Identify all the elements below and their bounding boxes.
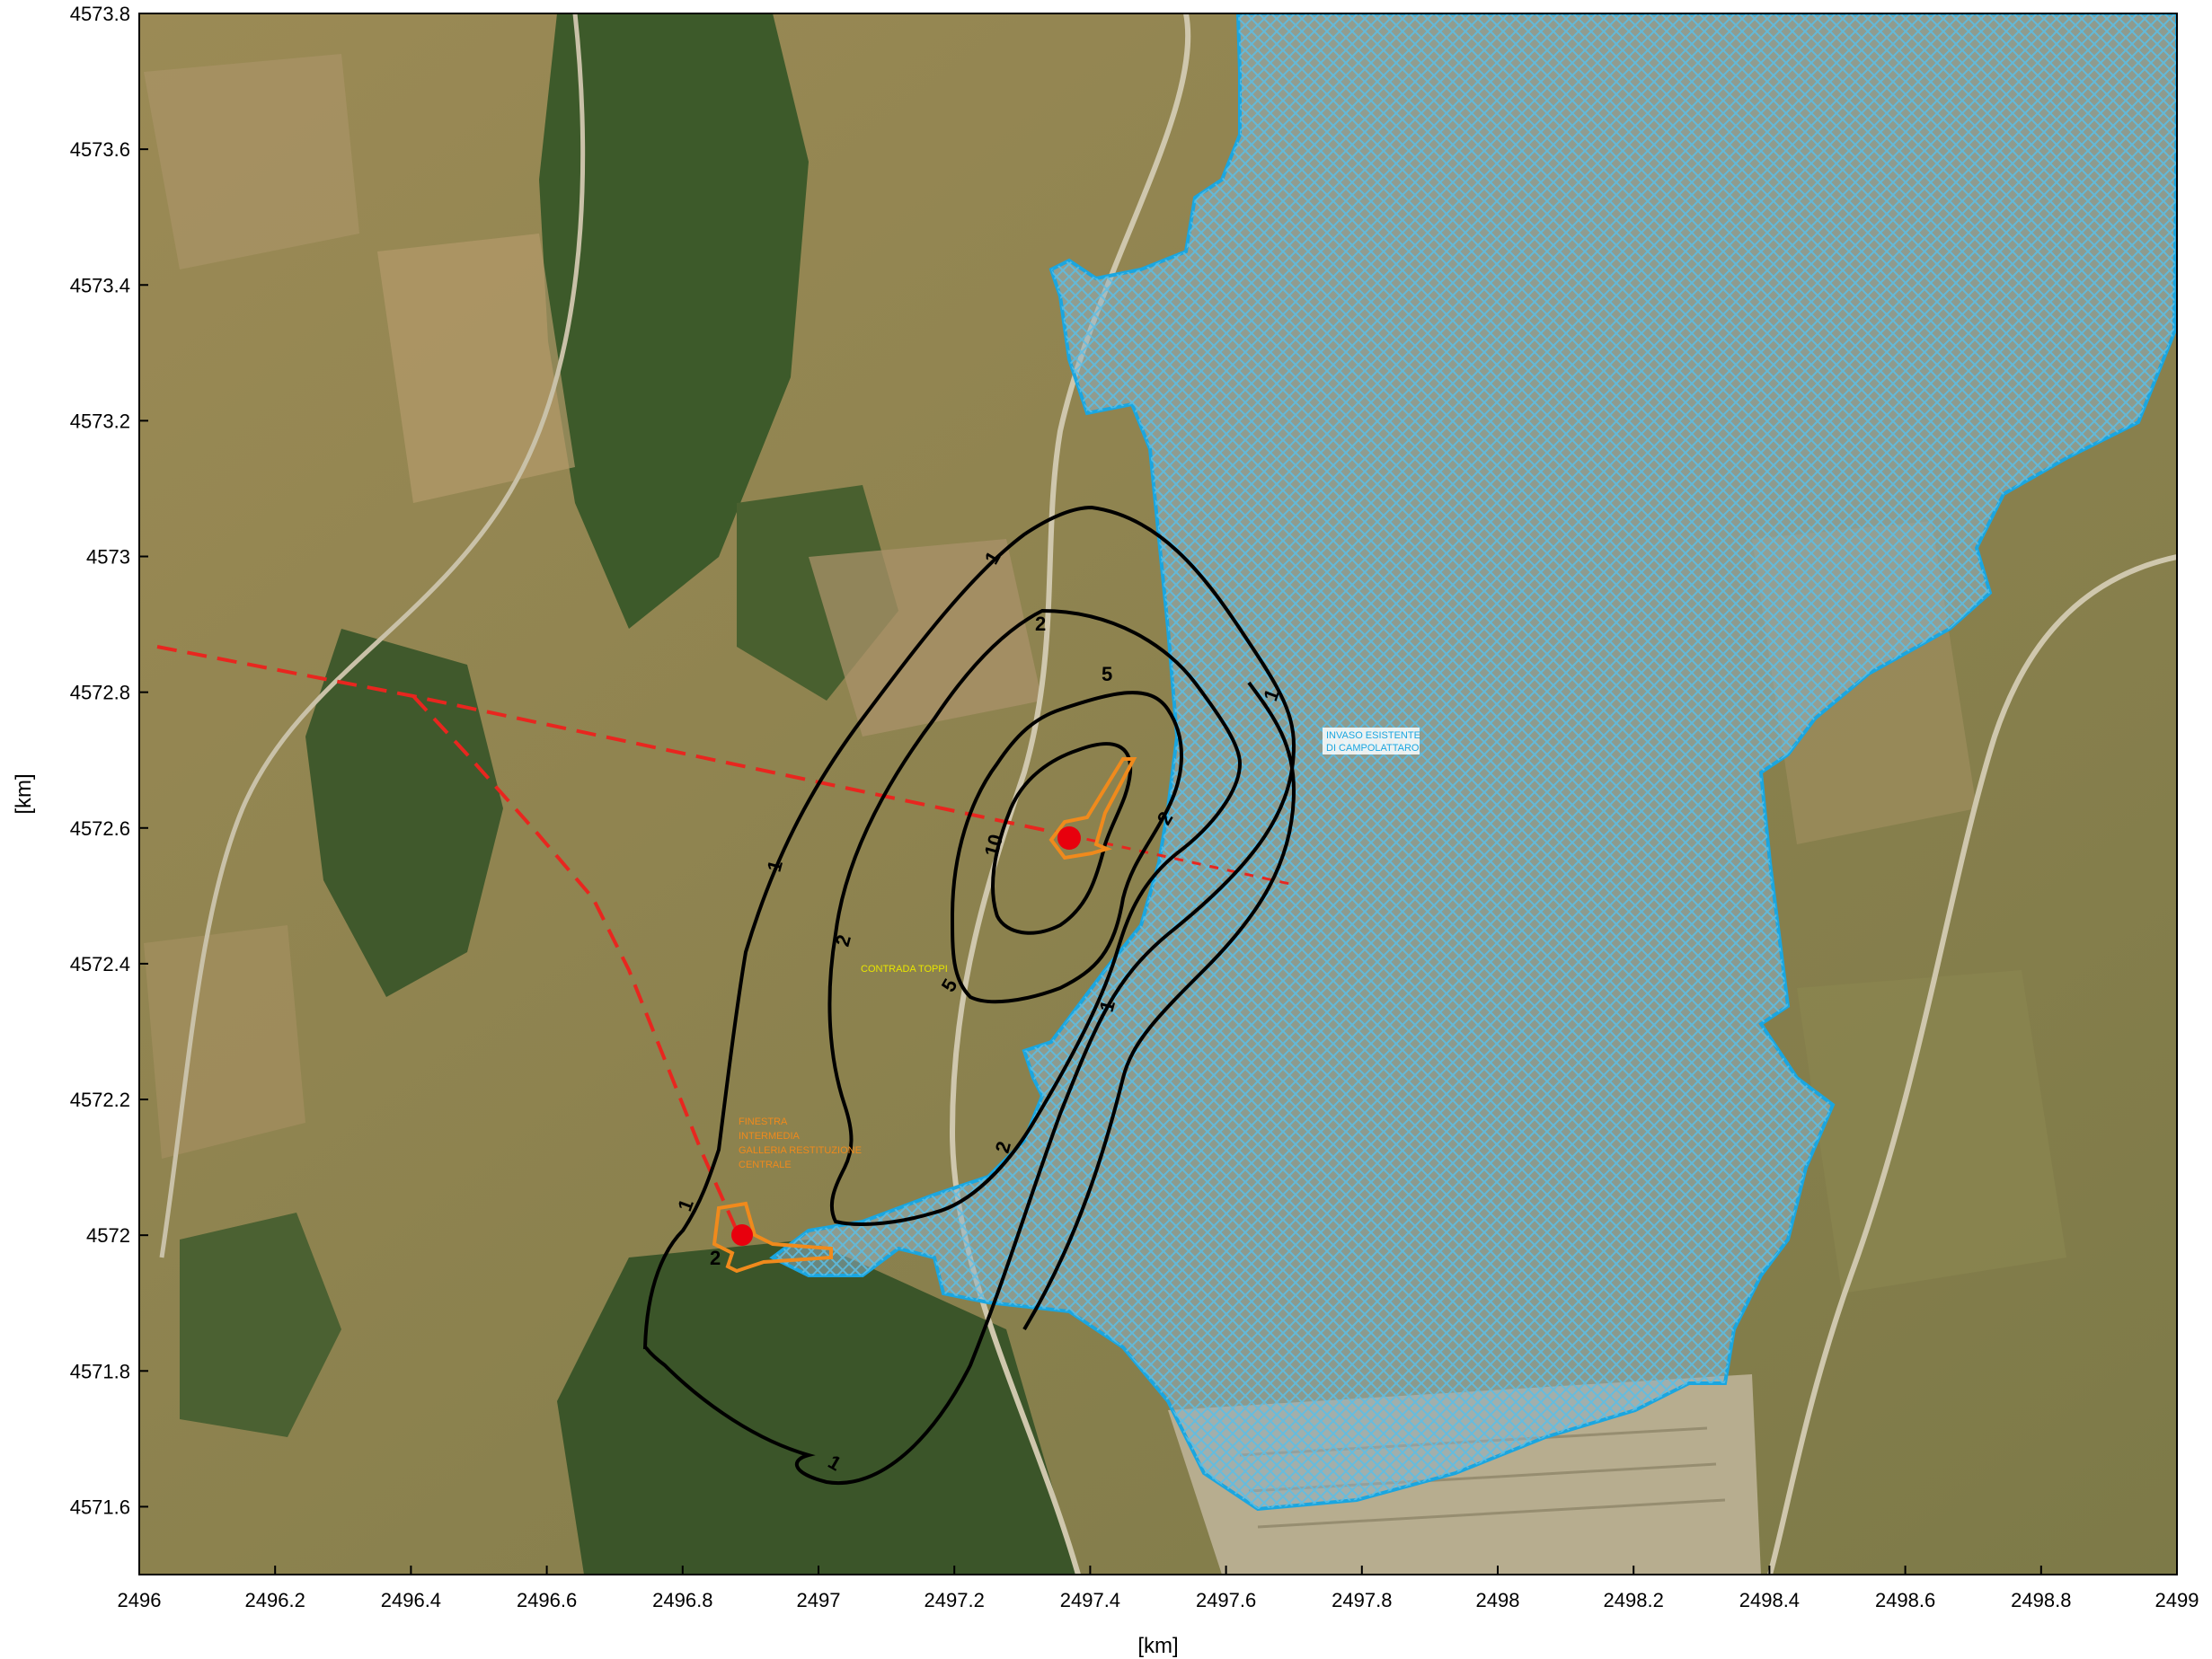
plot-frame [138,13,2178,1575]
y-tick-label: 4572.6 [70,817,130,840]
x-tick-label: 2497 [797,1589,841,1611]
reservoir-label-background [1323,728,1420,754]
y-tick-label: 4571.6 [70,1496,130,1518]
field-patch [1797,970,2066,1293]
site-south-label-line1: FINESTRA [739,1116,788,1127]
contour-10 [991,742,1133,935]
y-tick-label: 4572.2 [70,1089,130,1111]
x-tick-label: 2498.8 [2011,1589,2071,1611]
field-patch [377,234,575,503]
x-tick-label: 2496.2 [245,1589,305,1611]
site-south-label-line3: GALLERIA RESTITUZIONE [739,1145,862,1156]
x-tick-label: 2497.6 [1196,1589,1256,1611]
contour-2 [827,608,1243,1226]
x-tick-label: 2496.8 [652,1589,712,1611]
x-tick-label: 2497.2 [925,1589,985,1611]
site-outlines [712,757,1137,1274]
x-tick-label: 2498.2 [1604,1589,1664,1611]
y-tick-label: 4573.4 [70,274,130,296]
x-tick-label: 2498.6 [1875,1589,1935,1611]
y-tick-label: 4573.2 [70,410,130,432]
contour-label-5: 5 [1102,663,1112,685]
site-south-label: FINESTRA INTERMEDIA GALLERIA RESTITUZION… [739,1116,862,1170]
site-outline-north [1048,757,1137,860]
contour-1-outer-east [1022,681,1296,1331]
y-tick-label: 4571.8 [70,1360,130,1382]
source-point-north [1057,826,1081,850]
site-south-label-line2: INTERMEDIA [739,1131,801,1142]
site-south-label-line4: CENTRALE [739,1160,792,1170]
y-tick-label: 4573.8 [70,3,130,25]
locality-label: CONTRADA TOPPI [861,964,948,975]
field-patch [144,925,305,1159]
x-axis-title: [km] [1137,1634,1178,1658]
contour-1 [642,505,1296,1486]
forest-patch [539,13,809,629]
y-tick-label: 4572.8 [70,682,130,704]
y-axis: 4573.8 4573.6 4573.4 4573.2 4573 4572.8 4572.6… [70,3,148,1518]
y-tick-label: 4572 [86,1224,130,1247]
forest-patch [557,1240,1078,1575]
x-tick-label: 2499 [2155,1589,2199,1611]
y-tick-label: 4573 [86,546,130,569]
reservoir-label-box: INVASO ESISTENTE DI CAMPOLATTARO [1323,728,1420,754]
alignment-line-south [411,694,739,1231]
contour-label-2-north: 2 [1035,613,1046,635]
site-outline-south [712,1201,833,1274]
x-tick-label: 2498.4 [1739,1589,1800,1611]
x-axis: 2496 2496.2 2496.4 2496.6 2496.8 2497 2497.2 24… [118,1566,2199,1611]
road [159,13,586,1258]
concentration-contours [642,505,1296,1486]
source-point-south [731,1224,753,1246]
x-tick-label: 2496.4 [381,1589,441,1611]
y-tick-label: 4572.4 [70,953,130,975]
x-tick-label: 2497.8 [1332,1589,1392,1611]
x-tick-label: 2496 [118,1589,162,1611]
x-tick-label: 2497.4 [1060,1589,1120,1611]
forest-patch [180,1213,341,1437]
x-tick-label: 2496.6 [517,1589,577,1611]
reservoir-hatch [773,13,2177,1509]
y-tick-label: 4573.6 [70,138,130,161]
x-tick-label: 2498 [1476,1589,1520,1611]
field-patch [144,54,359,269]
road [1767,554,2177,1575]
y-axis-title: [km] [12,773,36,814]
contour-5 [950,691,1183,1004]
reservoir-label-line2: DI CAMPOLATTARO [1326,743,1420,754]
forest-patch [305,629,503,997]
contour-label-2-southwest: 2 [710,1247,721,1269]
reservoir [769,13,2177,1512]
reservoir-label-line1: INVASO ESISTENTE [1326,730,1420,741]
